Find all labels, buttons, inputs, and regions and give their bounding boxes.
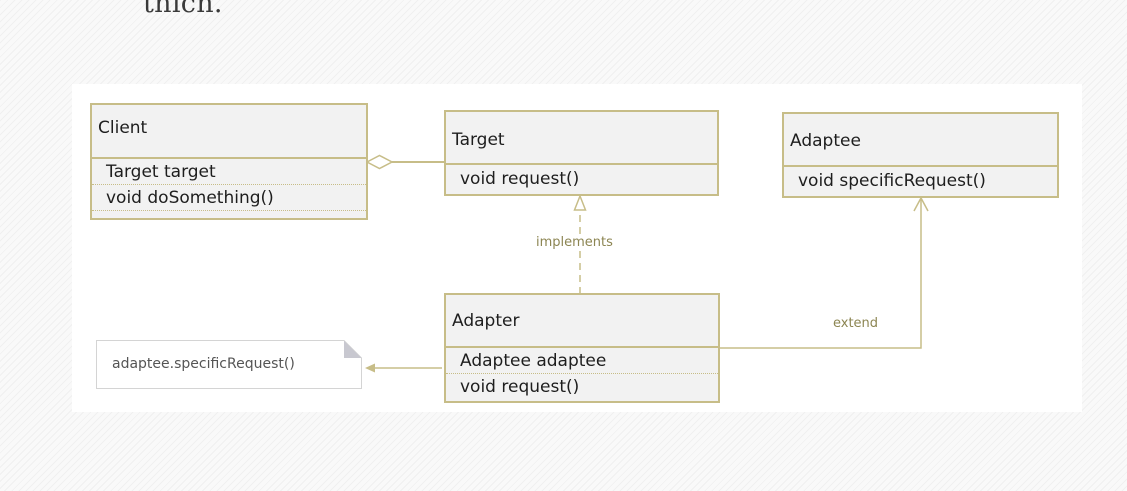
class-adaptee-name: Adaptee <box>784 114 1057 167</box>
note-text: adaptee.specificRequest() <box>112 356 295 372</box>
class-client-name: Client <box>92 105 366 159</box>
class-target-method: void request() <box>460 169 580 189</box>
class-adapter-attribute: Adaptee adaptee <box>446 348 718 374</box>
class-adapter-name: Adapter <box>446 295 718 348</box>
class-adapter: Adapter Adaptee adaptee void request() <box>444 293 720 403</box>
extend-arrowhead-icon <box>913 196 929 212</box>
note-outline <box>96 340 362 389</box>
implements-arrowhead-icon <box>573 193 587 211</box>
note-fold-corner-icon <box>344 340 362 358</box>
note-shape <box>96 340 362 389</box>
class-client: Client Target target void doSomething() <box>90 103 368 220</box>
class-adaptee: Adaptee void specificRequest() <box>782 112 1059 198</box>
class-adapter-method: void request() <box>460 377 580 397</box>
note-link-arrowhead-icon <box>365 363 375 373</box>
class-client-method: void doSomething() <box>92 185 366 211</box>
code-note: adaptee.specificRequest() <box>96 340 362 389</box>
extend-line <box>719 199 922 349</box>
aggregation-diamond-icon <box>365 154 394 170</box>
class-adaptee-method: void specificRequest() <box>798 171 986 191</box>
extend-label: extend <box>831 316 881 331</box>
implements-label: implements <box>534 235 615 250</box>
class-target-name: Target <box>446 112 717 165</box>
page-heading-fragment: thích. <box>143 0 223 19</box>
class-client-attribute: Target target <box>92 159 366 185</box>
class-target: Target void request() <box>444 110 719 196</box>
